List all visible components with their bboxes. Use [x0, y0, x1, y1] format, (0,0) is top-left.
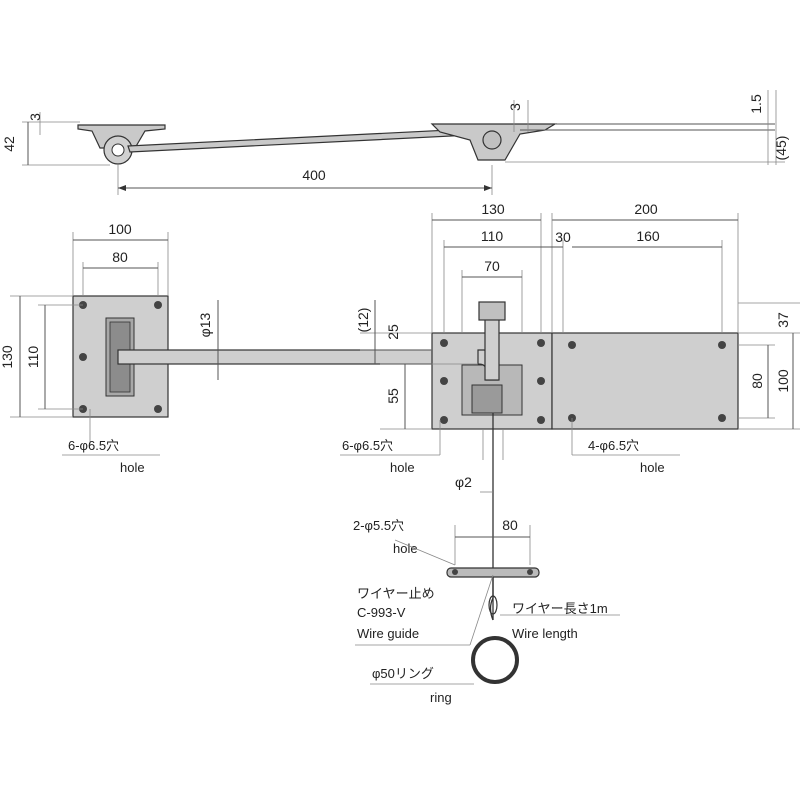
note-wire-guide-jp: ワイヤー止め — [357, 586, 435, 601]
dim-phi2: φ2 — [455, 474, 472, 490]
dim-1-5: 1.5 — [748, 94, 764, 114]
dim-130-left: 130 — [0, 345, 15, 369]
dim-200: 200 — [634, 201, 658, 217]
main-rod — [117, 349, 479, 365]
pipe-cap — [478, 301, 506, 321]
note-wire-guide-code: C-993-V — [357, 605, 406, 620]
wire-view: φ2 80 2-φ5.5穴 hole ワイヤー止め C-993-V Wire g… — [353, 413, 620, 705]
note-ring-en: ring — [430, 690, 452, 705]
vertical-pipe — [484, 317, 500, 381]
left-plate-view: 100 80 130 110 φ13 6-φ6.5穴 hole — [0, 221, 479, 475]
dim-110-right: 110 — [481, 228, 504, 244]
dim-13: φ13 — [197, 312, 213, 337]
right-assembly-view: 130 200 110 30 160 70 (12) 25 55 — [340, 201, 800, 475]
top-right-pivot — [482, 130, 502, 150]
note-right-holes-en: hole — [640, 460, 665, 475]
dim-37: 37 — [775, 312, 791, 328]
right-long-plate — [551, 332, 739, 430]
dim-3-mid: 3 — [507, 103, 523, 111]
dim-70: 70 — [484, 258, 500, 274]
dim-55: 55 — [385, 388, 401, 404]
note-mid-holes-en: hole — [390, 460, 415, 475]
dim-80-right: 80 — [749, 373, 765, 389]
pull-ring — [471, 636, 519, 684]
note-left-holes-en: hole — [120, 460, 145, 475]
dim-160: 160 — [636, 228, 660, 244]
top-rod — [127, 127, 493, 153]
note-right-holes: 4-φ6.5穴 — [588, 438, 639, 453]
cable-clamp — [471, 384, 503, 414]
dim-100-left: 100 — [108, 221, 132, 237]
dim-30: 30 — [555, 229, 571, 245]
dim-400: 400 — [302, 167, 326, 183]
dim-45: (45) — [773, 136, 789, 161]
note-guide-holes-en: hole — [393, 541, 418, 556]
dim-110-left: 110 — [25, 346, 41, 369]
dim-3-left: 3 — [27, 113, 43, 121]
dim-42: 42 — [1, 136, 17, 152]
note-wire-length-jp: ワイヤー長さ1m — [512, 601, 608, 616]
top-view: 42 3 3 1.5 (45) 400 — [1, 90, 789, 195]
note-left-holes: 6-φ6.5穴 — [68, 438, 119, 453]
dim-25: 25 — [385, 324, 401, 340]
dim-130-right: 130 — [481, 201, 505, 217]
note-wire-guide-en: Wire guide — [357, 626, 419, 641]
note-wire-length-en: Wire length — [512, 626, 578, 641]
note-guide-holes: 2-φ5.5穴 — [353, 518, 404, 533]
dim-100-right: 100 — [775, 369, 791, 393]
dim-80-wire: 80 — [502, 517, 518, 533]
note-mid-holes: 6-φ6.5穴 — [342, 438, 393, 453]
dim-12: (12) — [355, 308, 371, 333]
dim-80-left: 80 — [112, 249, 128, 265]
note-ring-jp: φ50リング — [372, 666, 434, 681]
